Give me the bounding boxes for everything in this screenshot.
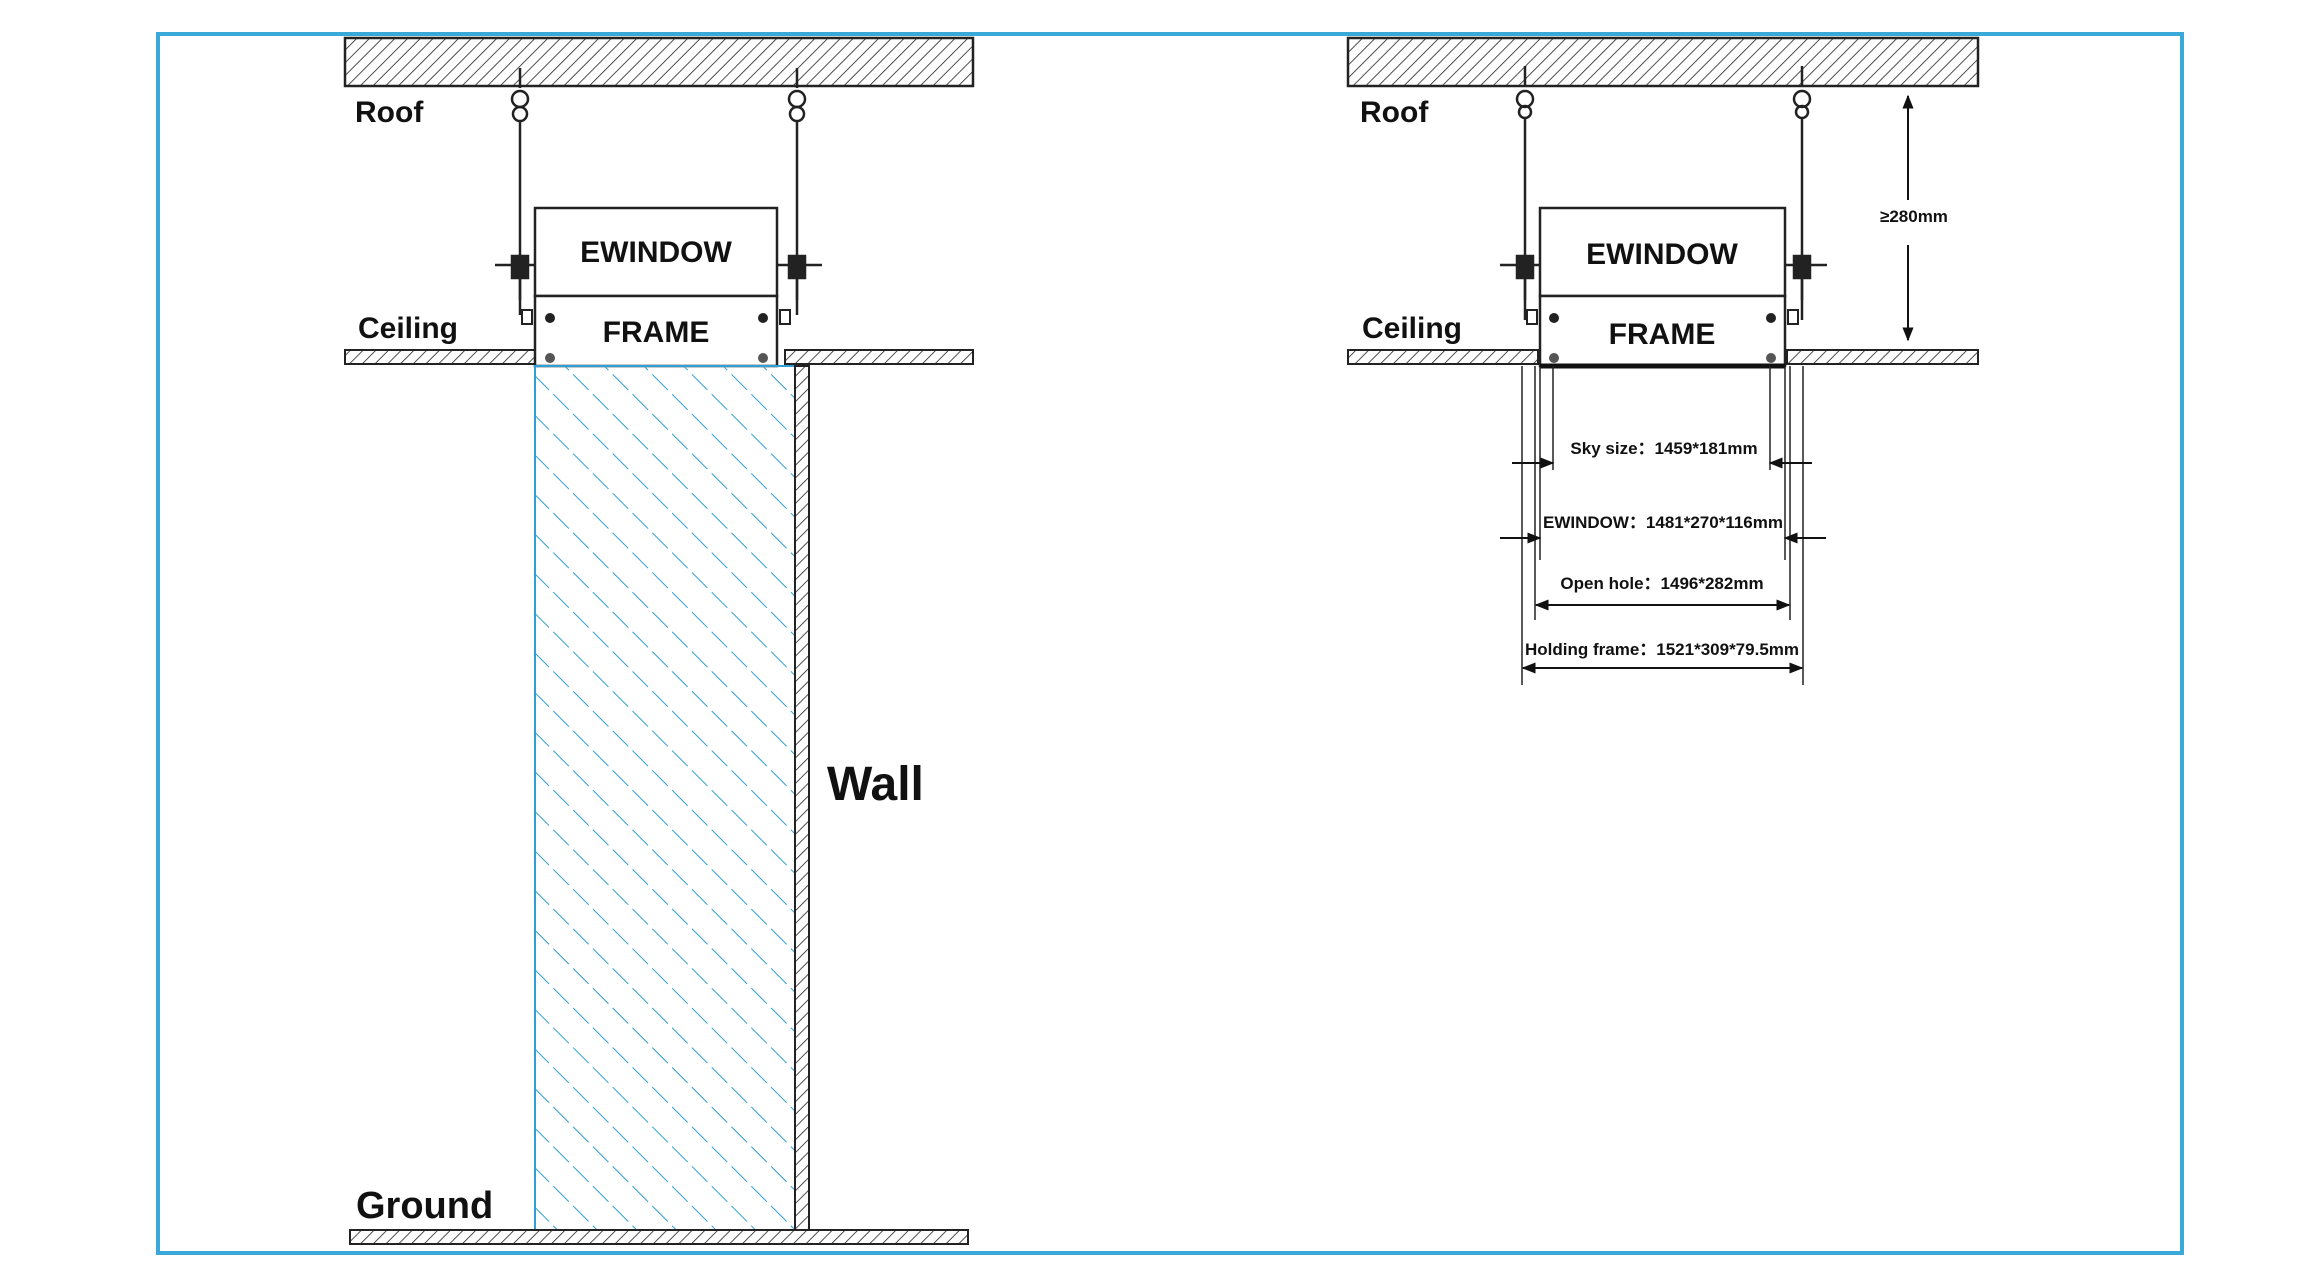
left-frame-box <box>533 294 779 368</box>
dim-holding-frame-label: Holding frame：1521*309*79.5mm <box>1525 640 1799 659</box>
left-ceiling-slab-right <box>784 349 974 365</box>
right-ewindow-label: EWINDOW <box>1586 238 1738 271</box>
left-ground-label: Ground <box>356 1185 493 1227</box>
dim-open-hole: Open hole：1496*282mm <box>1534 574 1791 611</box>
right-frame-box <box>1538 294 1787 368</box>
left-ewindow-box <box>533 206 779 298</box>
right-view: Roof EWINDOW FRAME <box>1346 36 1980 685</box>
extension-lines <box>1521 366 1804 685</box>
dim-open-hole-label: Open hole：1496*282mm <box>1560 574 1763 593</box>
dim-sky-size: Sky size：1459*181mm <box>1512 439 1812 469</box>
diagram-border <box>156 32 2184 1255</box>
left-ceiling-slab-left <box>344 349 536 365</box>
right-ceiling-slab-right <box>1786 349 1979 365</box>
dim-holding-frame: Holding frame：1521*309*79.5mm <box>1521 640 1804 674</box>
left-view: Roof EWINDOW FRAME <box>343 36 975 1245</box>
left-roof-slab <box>343 36 975 88</box>
right-frame-label: FRAME <box>1609 318 1716 351</box>
left-ground-slab <box>349 1229 969 1245</box>
right-hanger-right <box>1777 66 1827 320</box>
left-hanger-right <box>772 68 822 315</box>
dim-ewindow: EWINDOW：1481*270*116mm <box>1500 513 1826 544</box>
dim-sky-size-label: Sky size：1459*181mm <box>1570 439 1757 458</box>
height-dimension-label: ≥280mm <box>1880 207 1948 226</box>
dim-ewindow-label: EWINDOW：1481*270*116mm <box>1543 513 1783 532</box>
left-roof-label: Roof <box>355 96 424 129</box>
left-wall <box>794 365 810 1231</box>
right-ceiling-label: Ceiling <box>1362 312 1462 345</box>
right-roof-label: Roof <box>1360 96 1429 129</box>
right-ceiling-slab-left <box>1347 349 1539 365</box>
left-ceiling-label: Ceiling <box>358 312 458 345</box>
right-hanger-left <box>1500 66 1550 320</box>
left-wall-label: Wall <box>827 758 924 811</box>
left-ewindow-label: EWINDOW <box>580 236 732 269</box>
right-roof-slab <box>1346 36 1980 88</box>
left-frame-label: FRAME <box>603 316 710 349</box>
left-light-column <box>534 365 796 1231</box>
